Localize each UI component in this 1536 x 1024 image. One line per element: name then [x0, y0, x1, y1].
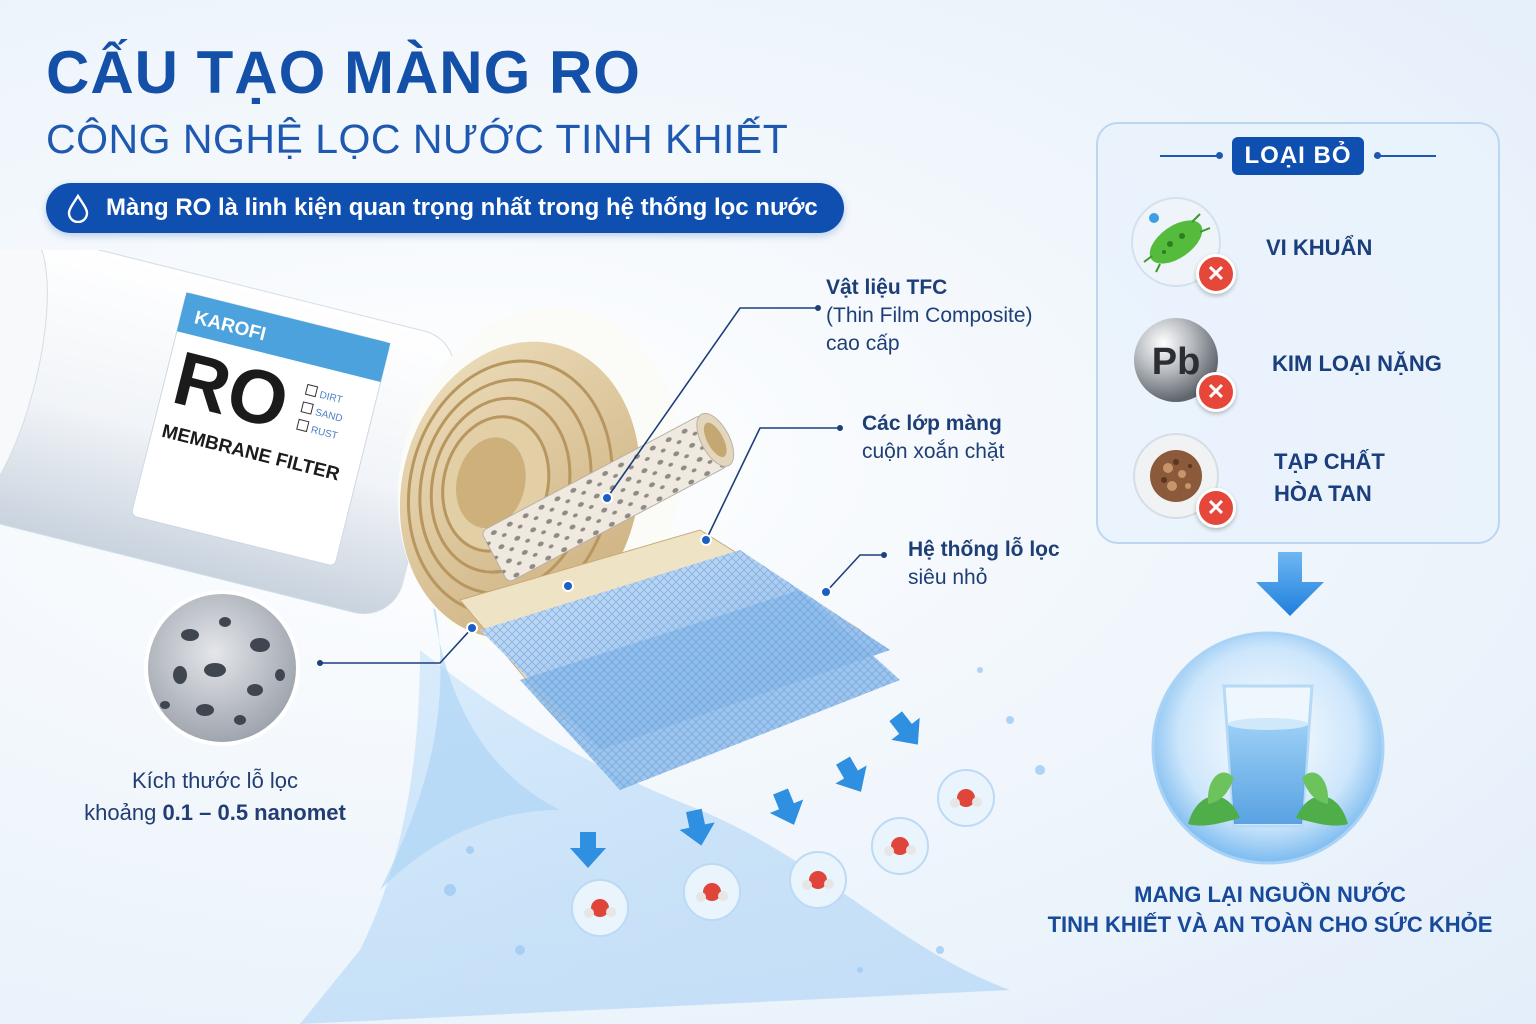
callout-tfc-line3: cao cấp: [826, 332, 900, 355]
callout-pores-line2: siêu nhỏ: [908, 566, 988, 589]
dissolved-impurity-icon: [1133, 433, 1219, 519]
removal-item-dissolved-label: TẠP CHẤT HÒA TAN: [1274, 446, 1385, 510]
down-arrow-icon: [1256, 552, 1324, 616]
page-subtitle: CÔNG NGHỆ LỌC NƯỚC TINH KHIẾT: [46, 116, 789, 162]
reject-x-icon: ✕: [1196, 372, 1236, 412]
panel-head-line-right: [1374, 155, 1436, 157]
callout-layers-title: Các lớp màng: [862, 412, 1002, 435]
removal-panel-heading: LOẠI BỎ: [1232, 137, 1364, 175]
removal-item-bacteria-label: VI KHUẨN: [1266, 235, 1373, 260]
page-title: CẤU TẠO MÀNG RO: [46, 39, 641, 106]
pore-size-line1: Kích thước lỗ lọc: [131, 768, 299, 793]
result-line2: TINH KHIẾT VÀ AN TOÀN CHO SỨC KHỎE: [1047, 912, 1493, 937]
removal-item-dissolved-line1: TẠP CHẤT: [1274, 449, 1385, 474]
panel-head-dot-right: [1374, 152, 1381, 159]
callout-pores-title: Hệ thống lỗ lọc: [908, 538, 1060, 561]
result-line1: MANG LẠI NGUỒN NƯỚC: [1134, 882, 1406, 907]
svg-text:DIRT: DIRT: [318, 390, 343, 406]
water-drop-icon: [67, 193, 89, 223]
panel-head-line-left: [1160, 155, 1222, 157]
intro-banner-text: Màng RO là linh kiện quan trọng nhất tro…: [106, 194, 818, 221]
removal-item-dissolved-line2: HÒA TAN: [1274, 481, 1372, 506]
panel-head-dot-left: [1216, 152, 1223, 159]
callout-layers-line2: cuộn xoắn chặt: [862, 440, 1005, 463]
callout-tfc: Vật liệu TFC (Thin Film Composite) cao c…: [826, 274, 1033, 358]
pore-size-caption: Kích thước lỗ lọc khoảng 0.1 – 0.5 nanom…: [40, 765, 390, 829]
pore-size-prefix: khoảng: [84, 800, 163, 825]
lead-pb-icon: Pb: [1134, 318, 1218, 402]
intro-banner: Màng RO là linh kiện quan trọng nhất tro…: [46, 183, 844, 233]
pore-size-value: 0.1 – 0.5 nanomet: [162, 800, 346, 825]
reject-x-icon: ✕: [1196, 254, 1236, 294]
callout-tfc-line2: (Thin Film Composite): [826, 304, 1033, 327]
clean-water-glass-icon: [1151, 631, 1385, 865]
lead-pb-text: Pb: [1152, 341, 1201, 383]
callout-pores: Hệ thống lỗ lọc siêu nhỏ: [908, 536, 1060, 592]
ro-membrane-illustration: KAROFI RO MEMBRANE FILTER DIRT SAND RUST: [0, 250, 1045, 1024]
callout-layers: Các lớp màng cuộn xoắn chặt: [862, 410, 1004, 466]
callout-tfc-title: Vật liệu TFC: [826, 276, 948, 299]
reject-x-icon: ✕: [1196, 488, 1236, 528]
result-caption: MANG LẠI NGUỒN NƯỚC TINH KHIẾT VÀ AN TOÀ…: [1040, 880, 1500, 940]
removal-item-heavy-metal-label: KIM LOẠI NẶNG: [1272, 351, 1442, 376]
water-molecule-bubbles: [571, 769, 995, 937]
